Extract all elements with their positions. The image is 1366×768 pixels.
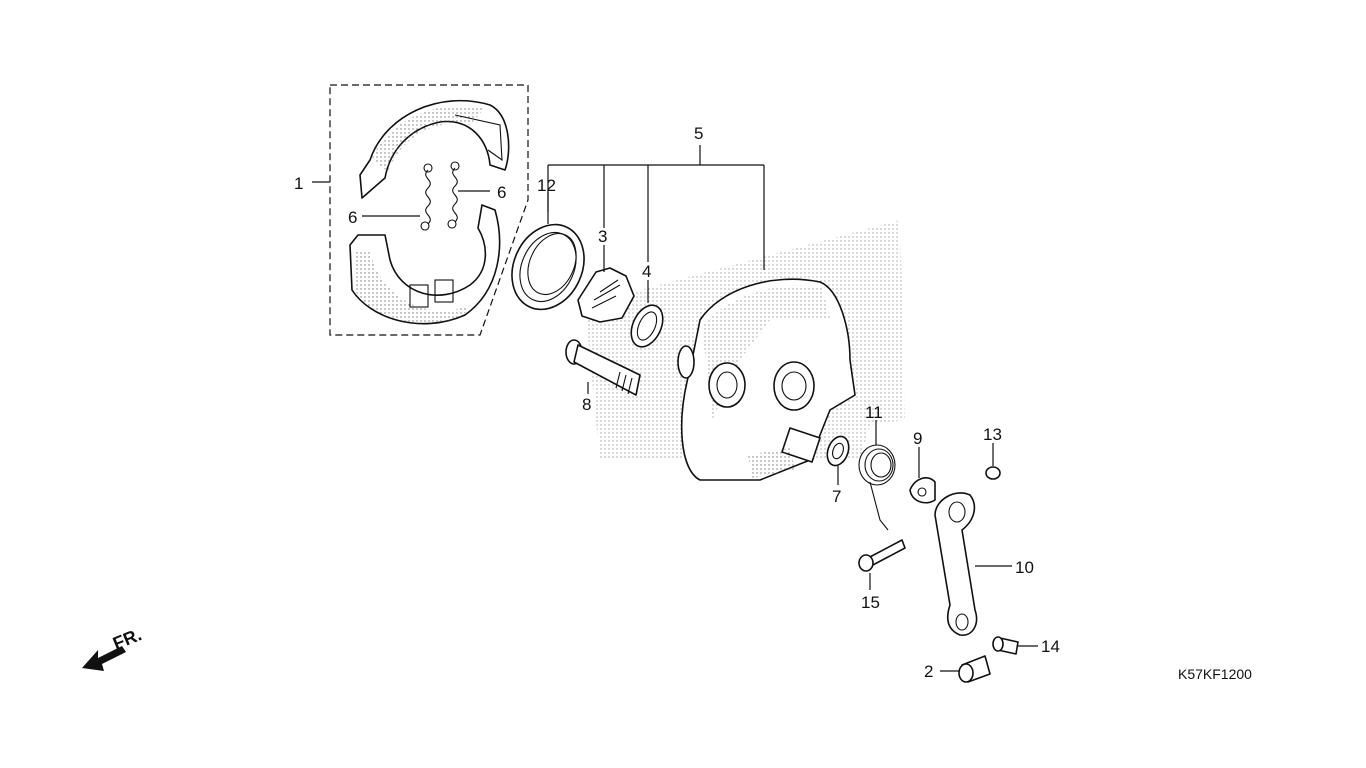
callout-14: 14: [1041, 637, 1060, 656]
return-spring-right: [447, 161, 460, 229]
brake-arm-10: [934, 492, 978, 636]
brake-shoe-group-box: [329, 84, 529, 336]
callout-6-right: 6: [497, 183, 506, 202]
dust-seal-12: [511, 223, 585, 311]
bolt-15: [858, 539, 906, 572]
washer-4: [630, 304, 664, 348]
callout-4: 4: [642, 262, 651, 281]
callout-9: 9: [913, 429, 922, 448]
brake-shoe-lower: [349, 204, 501, 325]
seal-7: [826, 435, 850, 467]
callout-8: 8: [582, 395, 591, 414]
callout-6-left: 6: [348, 208, 357, 227]
brake-cam-8: [565, 339, 641, 396]
callout-13: 13: [983, 425, 1002, 444]
callout-1: 1: [294, 174, 303, 193]
joint-2: [958, 655, 991, 683]
callout-10: 10: [1015, 558, 1034, 577]
nut-13: [985, 466, 1001, 480]
pin-14: [992, 636, 1019, 655]
callout-7: 7: [832, 487, 841, 506]
front-direction-indicator: FR.: [82, 624, 144, 671]
indicator-plate-9: [909, 477, 936, 504]
front-arrow-icon: [82, 646, 126, 671]
leader-lines: [312, 181, 1038, 672]
return-spring-left: [420, 163, 433, 231]
callout-3: 3: [598, 227, 607, 246]
callout-2: 2: [924, 662, 933, 681]
callout-11: 11: [865, 403, 883, 422]
front-direction-label: FR.: [110, 624, 144, 653]
diagram-code: K57KF1200: [1178, 666, 1252, 682]
wear-indicator-3: [577, 267, 635, 323]
assembly-bracket-5: [547, 145, 765, 270]
callout-12: 12: [537, 176, 556, 195]
brake-shoe-upper: [359, 99, 510, 199]
callout-15: 15: [861, 593, 880, 612]
return-spring-11: [858, 444, 896, 531]
brake-panel-5: [677, 278, 856, 481]
callout-labels: 1 6 6 5 12 3 4 8 11 9 13 7 10 15 14 2: [294, 124, 1060, 681]
callout-5: 5: [694, 124, 703, 143]
